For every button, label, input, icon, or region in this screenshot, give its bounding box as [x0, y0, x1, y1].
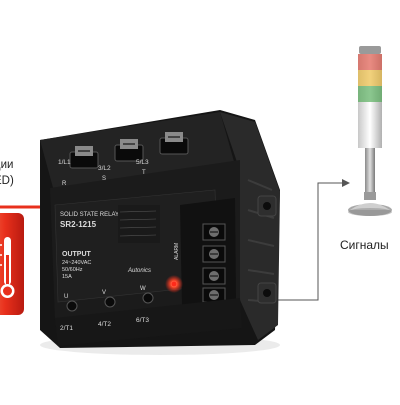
output-spec-frequency: 50/60Hz: [62, 267, 83, 273]
output-spec-current: 15A: [62, 274, 72, 280]
relay-title: SOLID STATE RELAY: [60, 212, 119, 218]
phase-letter-top-3: T: [142, 170, 146, 176]
alarm-label: ALARM: [174, 243, 180, 260]
terminal-screw-bottom-3: [143, 293, 153, 303]
control-screw-3: [203, 268, 225, 284]
phase-letter-bottom-2: V: [102, 290, 106, 296]
terminal-label-top-1: 1/L1: [58, 159, 71, 166]
control-screw-4: [203, 288, 225, 302]
arrow-icon: [342, 179, 350, 187]
phase-letter-top-1: R: [62, 181, 67, 187]
left-caption-line-2: ции: [0, 158, 13, 173]
thermometer-card: [0, 213, 24, 315]
output-spec-voltage: 24~240VAC: [62, 260, 91, 266]
terminal-label-top-3: 5/L3: [136, 159, 149, 166]
signals-caption: Сигналы: [340, 238, 389, 253]
terminal-screw-bottom-1: [67, 301, 77, 311]
phase-letter-top-2: S: [102, 176, 106, 182]
alarm-led: [172, 282, 177, 287]
terminal-label-bottom-1: 2/T1: [60, 325, 73, 332]
terminal-label-bottom-3: 6/T3: [136, 317, 149, 324]
signal-tower-icon: [348, 46, 392, 216]
terminal-label-bottom-2: 4/T2: [98, 321, 111, 328]
left-caption-line-3: ED): [0, 174, 14, 189]
brand-logo: Autonics: [127, 268, 151, 274]
control-screw-1: [203, 224, 225, 240]
phase-letter-bottom-1: U: [64, 294, 68, 300]
output-heading: OUTPUT: [62, 251, 92, 258]
terminal-label-top-2: 3/L2: [98, 165, 111, 172]
relay-model: SR2-1215: [60, 220, 97, 229]
phase-letter-bottom-3: W: [140, 286, 146, 292]
terminal-screw-bottom-2: [105, 297, 115, 307]
control-screw-2: [203, 246, 225, 262]
